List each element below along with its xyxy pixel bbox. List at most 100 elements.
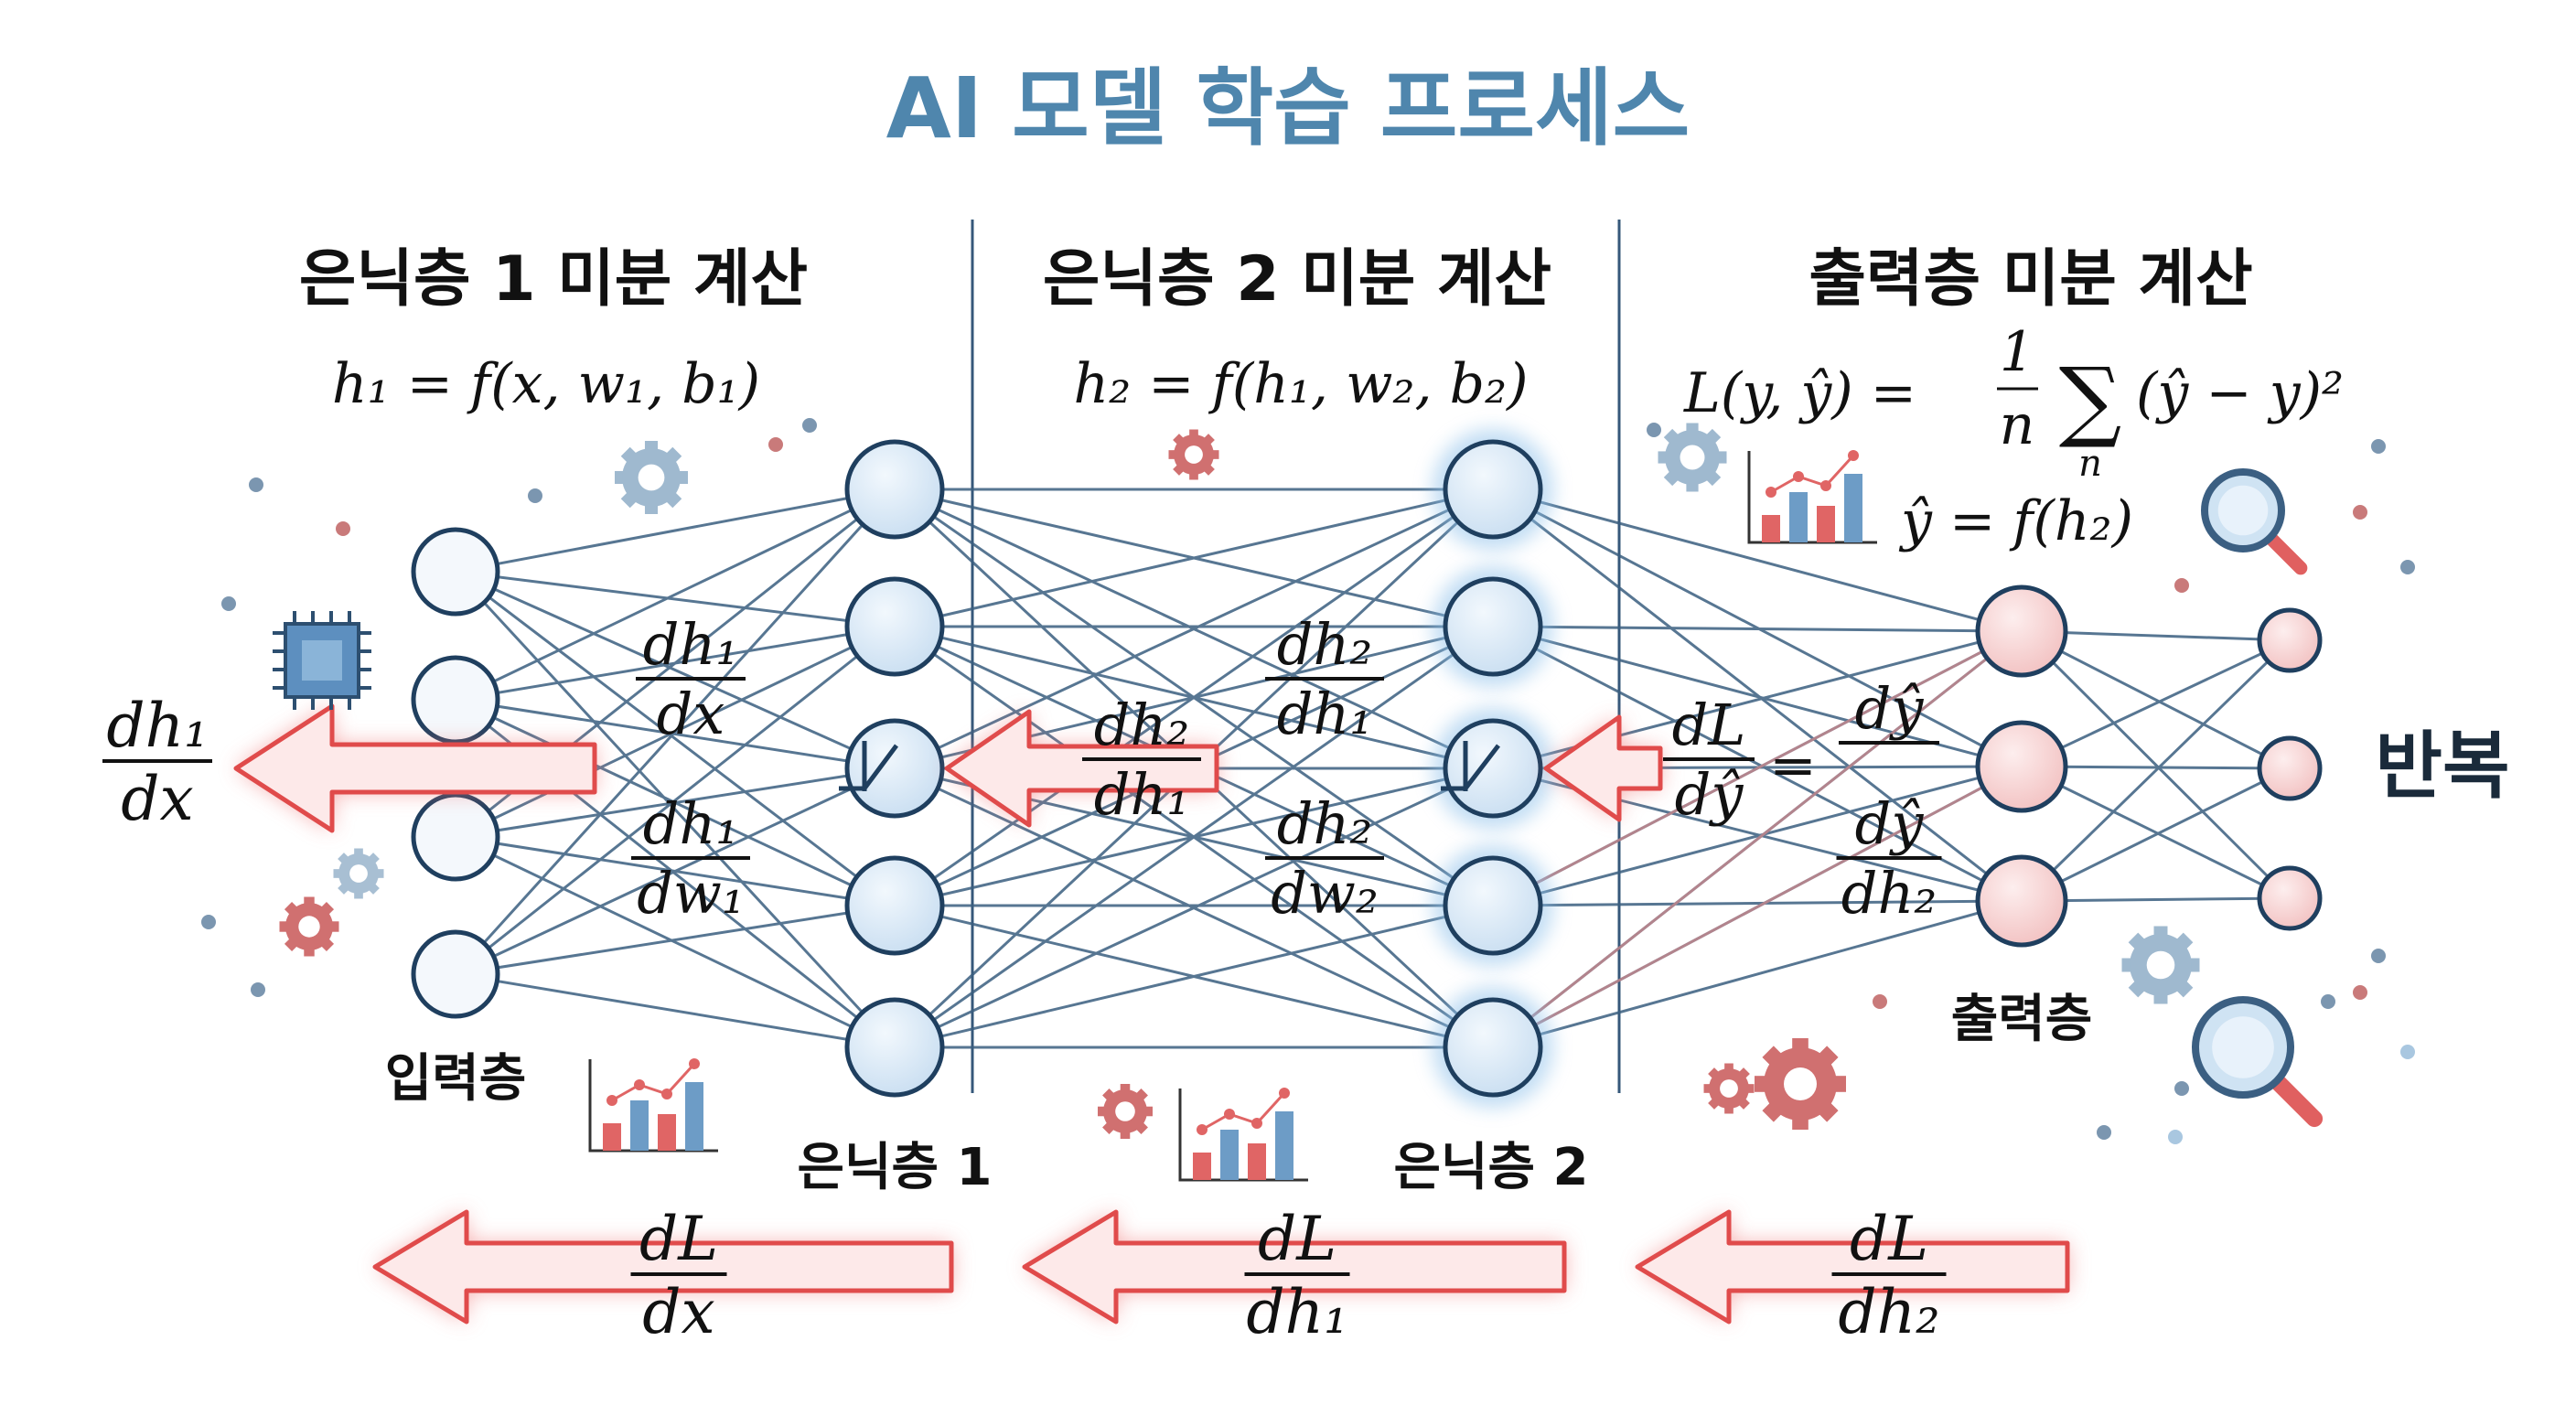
input-node bbox=[411, 527, 500, 617]
deriv-out-a-top: dŷ bbox=[1839, 675, 1939, 745]
loss-formula: L(y, ŷ) = 1 n ∑ n (ŷ − y)² bbox=[1683, 320, 2344, 485]
gear-icon bbox=[615, 441, 688, 514]
edge-gradient bbox=[1492, 629, 2023, 907]
hidden2-node bbox=[1443, 576, 1543, 677]
loss-rhs: (ŷ − y)² bbox=[2136, 361, 2344, 425]
section-heading-hidden2: 은닉층 2 미분 계산 bbox=[1043, 243, 1551, 316]
gear-icon bbox=[1098, 1084, 1153, 1139]
edge-input-h1 bbox=[454, 488, 896, 976]
hidden1-node bbox=[844, 718, 945, 819]
deriv-out-b-num: dŷ bbox=[1855, 790, 1925, 857]
label-input-layer: 입력층 bbox=[385, 1049, 527, 1109]
section-heading-output: 출력층 미분 계산 bbox=[1809, 243, 2252, 316]
bottom-arrow-1 bbox=[372, 1209, 954, 1325]
edge-input-h1 bbox=[455, 570, 896, 907]
edge-h1-h2 bbox=[894, 488, 1494, 907]
gear-icon bbox=[1168, 429, 1219, 480]
loss-frac-den: n bbox=[2000, 393, 2035, 457]
hidden2-node bbox=[1443, 718, 1543, 819]
gear-icon bbox=[1703, 1063, 1755, 1114]
decor-dot bbox=[2400, 1045, 2415, 1059]
bottom-deriv-1-num: dL bbox=[639, 1204, 718, 1274]
deriv-dh1-dx-left-den: dx bbox=[121, 764, 193, 834]
edge-input-h1 bbox=[455, 625, 896, 976]
decor-dot bbox=[221, 596, 236, 611]
hidden1-node bbox=[844, 576, 945, 677]
gear-icon bbox=[1755, 1038, 1846, 1130]
deriv-h1-b-num: dh₁ bbox=[643, 790, 738, 857]
label-hidden2-layer: 은닉층 2 bbox=[1393, 1138, 1588, 1197]
edge-h1-h2 bbox=[894, 488, 1494, 628]
loss-sum-sub: n bbox=[2078, 443, 2102, 485]
edge-input-h1 bbox=[455, 835, 896, 1049]
decor-dot bbox=[2371, 949, 2386, 963]
hidden2-node bbox=[1443, 439, 1543, 540]
activation-icon-h1 bbox=[839, 741, 899, 791]
edge-input-h1 bbox=[455, 570, 896, 770]
gear-icon bbox=[333, 848, 384, 899]
repeat-node bbox=[2257, 607, 2323, 673]
decor-dot bbox=[2353, 985, 2367, 1000]
edge-h1-h2 bbox=[894, 488, 1494, 770]
decor-dot bbox=[2321, 994, 2335, 1009]
bar-chart-icon bbox=[1747, 450, 1877, 544]
edge-input-h1 bbox=[455, 488, 896, 574]
edge-h2-out bbox=[1492, 625, 2023, 633]
edge-out-repeat bbox=[2021, 629, 2291, 770]
hidden1-node bbox=[844, 997, 945, 1098]
loss-sum: ∑ bbox=[2059, 349, 2122, 451]
yhat-formula: ŷ = f(h₂) bbox=[1898, 489, 2133, 553]
decor-dot bbox=[2371, 439, 2386, 454]
magnifier-icon bbox=[2201, 468, 2308, 575]
edge-h2-out bbox=[1492, 899, 2023, 907]
decor-dot bbox=[802, 418, 817, 433]
repeat-node bbox=[2257, 735, 2323, 801]
bottom-deriv-2-num: dL bbox=[1258, 1204, 1336, 1274]
decor-dot bbox=[1647, 423, 1661, 437]
loss-frac-num: 1 bbox=[2000, 320, 2034, 384]
repeat-label: 반복 bbox=[2375, 724, 2509, 809]
bar-chart-icon bbox=[1178, 1088, 1308, 1182]
deriv-h2-b-num: dh₂ bbox=[1277, 790, 1372, 857]
formula-hidden1: h₁ = f(x, w₁, b₁) bbox=[332, 352, 760, 416]
deriv-out-dl-num: dL bbox=[1672, 692, 1746, 758]
bottom-deriv-2-den: dh₁ bbox=[1246, 1277, 1347, 1347]
formula-hidden2: h₂ = f(h₁, w₂, b₂) bbox=[1074, 352, 1529, 416]
edge-h2-out bbox=[1492, 899, 2023, 1049]
deriv-equals: = bbox=[1769, 732, 1817, 799]
backprop-arrow-input bbox=[233, 703, 597, 833]
deriv-h2-mid-num: dh₂ bbox=[1094, 692, 1189, 758]
backprop-arrow-h2 bbox=[1543, 714, 1663, 822]
backprop-arrow-h1 bbox=[944, 709, 1219, 828]
input-node bbox=[411, 929, 500, 1019]
page-title: AI 모델 학습 프로세스 bbox=[886, 59, 1690, 157]
cpu-chip-icon bbox=[273, 611, 371, 710]
input-node bbox=[411, 655, 500, 745]
decor-dot bbox=[2168, 1130, 2183, 1144]
decor-dot bbox=[768, 437, 783, 452]
bottom-deriv-3-den: dh₂ bbox=[1838, 1277, 1939, 1347]
edge-input-h1 bbox=[454, 570, 896, 1049]
decor-dot bbox=[249, 477, 263, 492]
edge-out-repeat bbox=[2021, 767, 2291, 903]
edge-h1-h2 bbox=[894, 767, 1494, 1049]
gear-icon bbox=[1658, 423, 1727, 492]
decor-dot bbox=[2097, 1125, 2111, 1140]
decor-dot bbox=[336, 521, 350, 536]
deriv-h2-b-den: dw₂ bbox=[1271, 860, 1379, 927]
edge-out-repeat bbox=[2021, 638, 2291, 768]
label-output-layer: 출력층 bbox=[1951, 990, 2093, 1049]
bottom-arrow-2 bbox=[1022, 1209, 1567, 1325]
output-node bbox=[1975, 854, 2068, 948]
decor-dot bbox=[2174, 578, 2189, 593]
